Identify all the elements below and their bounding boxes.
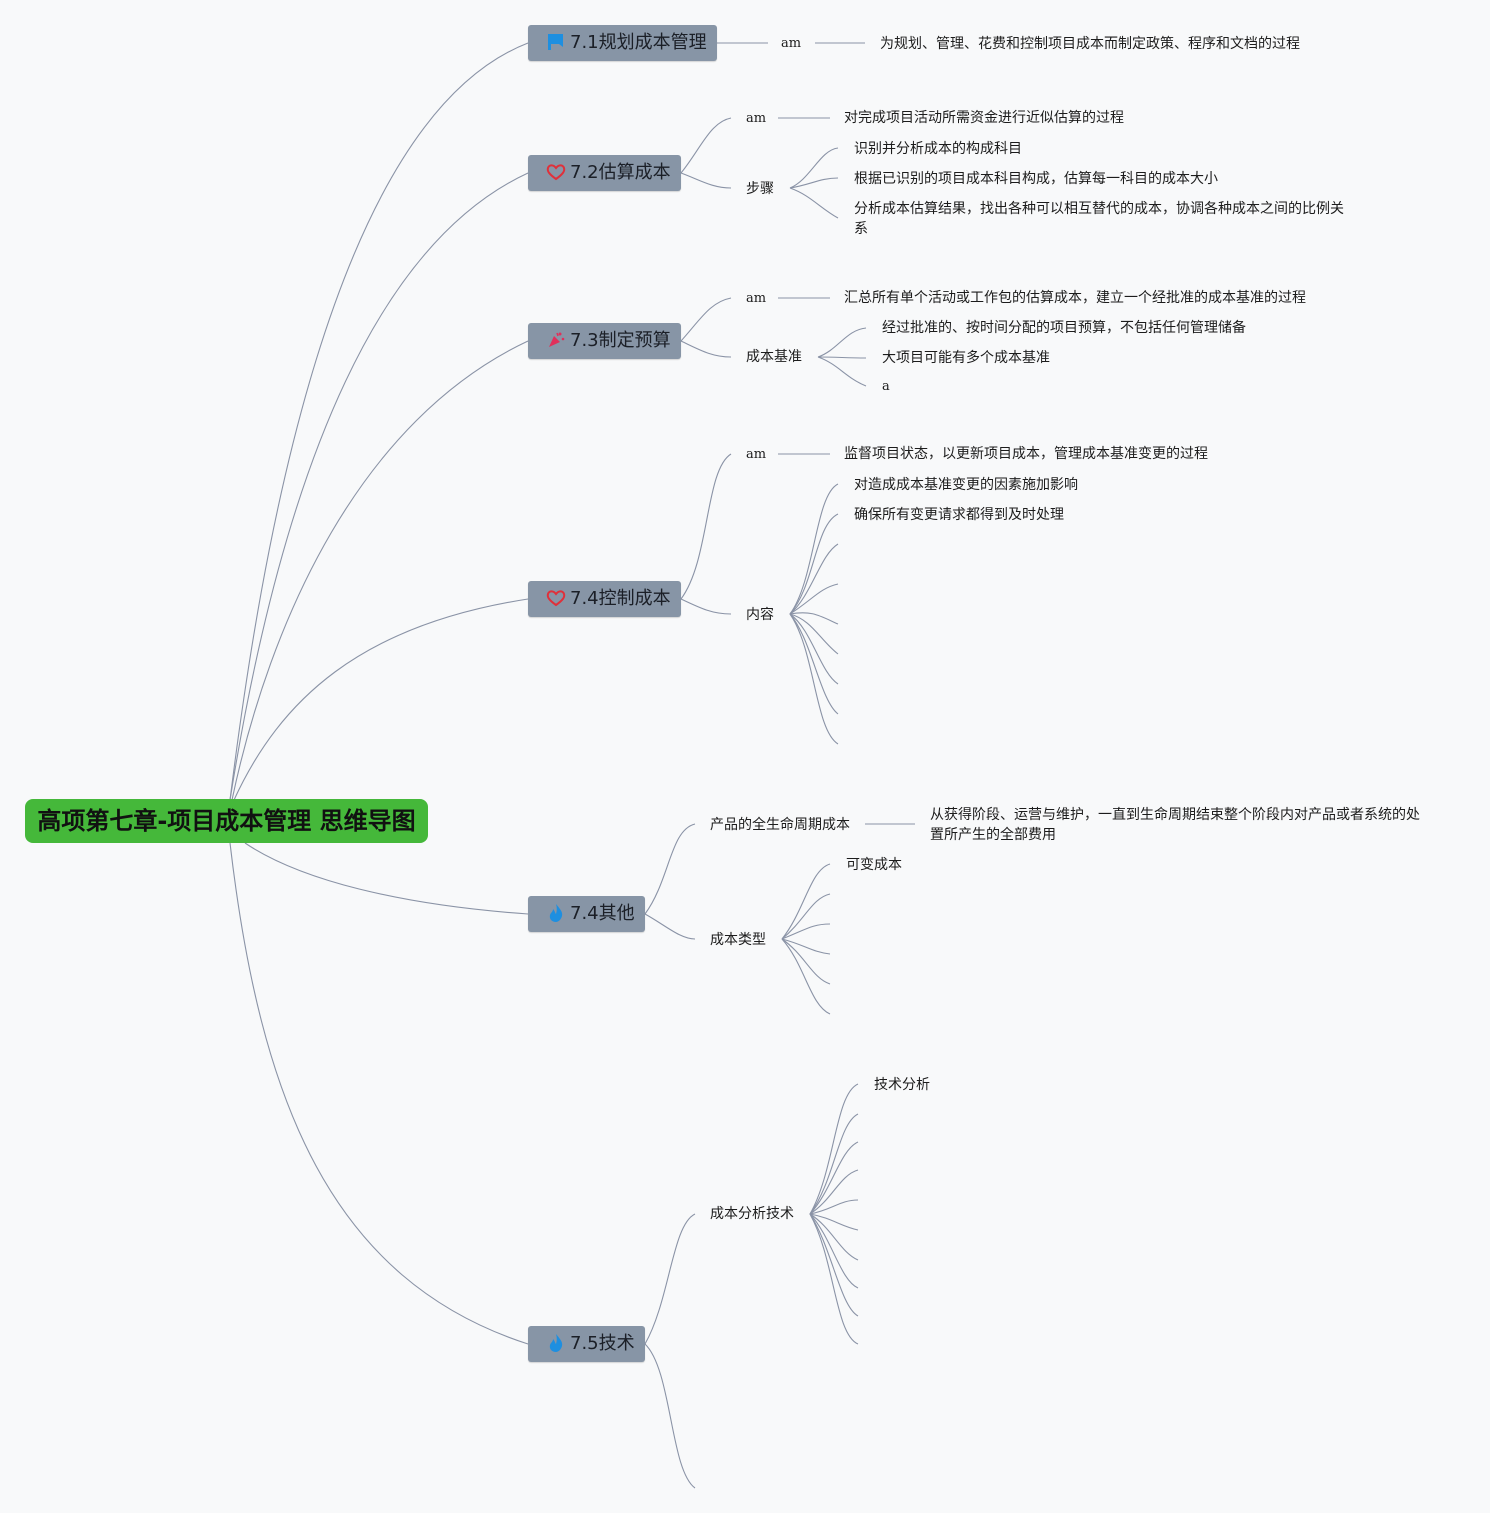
red-heart-icon <box>546 585 566 607</box>
node-lifecycle-cost-definition[interactable]: 从获得阶段、运营与维护，一直到生命周期结束整个阶段内对产品或者系统的处置所产生的… <box>930 807 1420 843</box>
root-topic[interactable]: 高项第七章-项目成本管理 思维导图 <box>25 799 428 843</box>
link-root-72 <box>229 172 529 801</box>
node-cost-type-1[interactable]: 可变成本 <box>846 857 902 873</box>
node-7-3-baseline-2[interactable]: 大项目可能有多个成本基准 <box>882 350 1050 366</box>
node-7-2-definition[interactable]: 对完成项目活动所需资金进行近似估算的过程 <box>844 110 1124 126</box>
node-cost-types[interactable]: 成本类型 <box>710 932 766 948</box>
blue-flag-icon <box>546 29 566 50</box>
node-7-3-baseline-1[interactable]: 经过批准的、按时间分配的项目预算，不包括任何管理储备 <box>882 320 1246 336</box>
topic-7-3-label: 7.3制定预算 <box>570 330 671 351</box>
node-7-2-am[interactable]: am <box>746 111 767 126</box>
node-7-4-content[interactable]: 内容 <box>746 607 774 623</box>
node-7-4-content-2[interactable]: 确保所有变更请求都得到及时处理 <box>854 507 1064 523</box>
node-7-2-step-3[interactable]: 分析成本估算结果，找出各种可以相互替代的成本，协调各种成本之间的比例关系 <box>854 201 1344 237</box>
node-7-1-am[interactable]: am <box>781 36 802 51</box>
node-cost-analysis-techniques[interactable]: 成本分析技术 <box>710 1206 794 1222</box>
node-7-4-definition[interactable]: 监督项目状态，以更新项目成本，管理成本基准变更的过程 <box>844 446 1208 462</box>
topic-7-2-label: 7.2估算成本 <box>570 162 671 183</box>
node-7-2-step-2[interactable]: 根据已识别的项目成本科目构成，估算每一科目的成本大小 <box>854 171 1218 187</box>
blue-flame-icon <box>546 900 566 922</box>
node-7-1-definition[interactable]: 为规划、管理、花费和控制项目成本而制定政策、程序和文档的过程 <box>880 36 1300 52</box>
topic-7-4[interactable]: 7.4控制成本 <box>528 581 681 617</box>
link-root-73 <box>231 340 529 801</box>
topic-7-3[interactable]: 7.3制定预算 <box>528 323 681 359</box>
node-7-2-steps[interactable]: 步骤 <box>746 181 774 197</box>
link-root-71 <box>229 42 529 801</box>
party-popper-icon <box>546 327 566 347</box>
node-7-3-am[interactable]: am <box>746 291 767 306</box>
link-root-75 <box>229 842 529 1345</box>
topic-7-1[interactable]: 7.1规划成本管理 <box>528 25 717 61</box>
topic-7-5[interactable]: 7.5技术 <box>528 1326 645 1362</box>
node-7-3-cost-baseline[interactable]: 成本基准 <box>746 349 802 365</box>
node-technique-1[interactable]: 技术分析 <box>874 1077 930 1093</box>
node-7-2-step-1[interactable]: 识别并分析成本的构成科目 <box>854 141 1022 157</box>
topic-7-4-other-label: 7.4其他 <box>570 903 635 924</box>
topic-7-2[interactable]: 7.2估算成本 <box>528 155 681 191</box>
topic-7-5-label: 7.5技术 <box>570 1333 635 1354</box>
node-7-4-content-1[interactable]: 对造成成本基准变更的因素施加影响 <box>854 477 1078 493</box>
link-root-74b <box>244 842 529 915</box>
red-heart-icon <box>546 159 566 181</box>
node-7-3-definition[interactable]: 汇总所有单个活动或工作包的估算成本，建立一个经批准的成本基准的过程 <box>844 290 1306 306</box>
node-lifecycle-cost[interactable]: 产品的全生命周期成本 <box>710 817 850 833</box>
blue-flame-icon <box>546 1330 566 1352</box>
topic-7-1-label: 7.1规划成本管理 <box>570 32 707 53</box>
link-root-74 <box>233 598 529 801</box>
node-7-4-am[interactable]: am <box>746 447 767 462</box>
node-7-3-baseline-3[interactable]: a <box>882 379 890 394</box>
topic-7-4-other[interactable]: 7.4其他 <box>528 896 645 932</box>
topic-7-4-label: 7.4控制成本 <box>570 588 671 609</box>
